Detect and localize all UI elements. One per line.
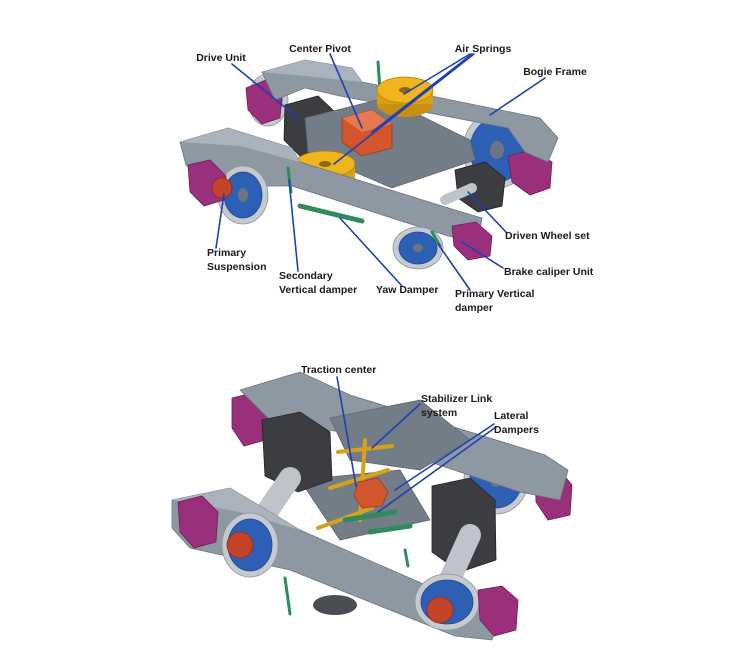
top-driven-axle [440,183,477,205]
label-center-pivot: Center Pivot [289,43,351,55]
leader-air-springs-3 [333,53,475,165]
bottom-air-spring [313,595,357,615]
label-air-springs: Air Springs [455,43,512,55]
leader-brake-caliper-unit [461,241,504,269]
label-line: Vertical damper [279,284,357,296]
top-center-pivot [341,109,393,157]
leader-yaw-damper [339,217,403,287]
label-drive-unit: Drive Unit [196,52,246,64]
label-traction-center: Traction center [301,364,376,376]
label-lateral-dampers: Lateral Dampers [494,410,539,436]
bottom-drive-unit-right [431,477,497,573]
label-line: Stabilizer Link [421,393,492,405]
top-wheel-front-right [392,226,444,270]
label-driven-wheel-set: Driven Wheel set [505,230,590,242]
leader-primary-vertical-damper [437,243,471,291]
bottom-drive-unit-left [261,411,333,493]
leader-traction-center [336,376,357,487]
leader-drive-unit [231,63,299,119]
top-bogie-frame-far-beam [261,59,559,163]
top-brake-caliper-front-right [451,221,493,261]
top-air-spring-upper [376,76,434,117]
bottom-lateral-damper-2 [367,523,413,535]
leader-primary-suspension [215,193,225,249]
label-line: Suspension [207,261,267,273]
bottom-brake-caliper-front-right [477,585,519,637]
label-secondary-vertical-damper: Secondary Vertical damper [279,270,357,296]
label-stabilizer-link-system: Stabilizer Link system [421,393,495,419]
leader-secondary-vertical-damper [288,179,299,272]
leader-lateral-dampers-1 [394,423,495,491]
label-primary-suspension: Primary Suspension [207,247,267,273]
leader-stabilizer-link-system [371,403,421,449]
leader-air-springs-2 [371,53,473,133]
label-line: system [421,407,457,419]
leader-lateral-dampers-2 [377,426,497,513]
bottom-bogie-diagram: Traction center Stabilizer Link system L… [171,364,573,641]
leader-driven-wheel-set [467,191,507,233]
top-bogie-diagram: Drive Unit Center Pivot Air Springs Bogi… [179,43,594,314]
label-brake-caliper-unit: Brake caliper Unit [504,266,594,278]
label-line: Lateral [494,410,529,422]
bottom-brake-caliper-front-left [177,495,219,549]
label-line: Primary [207,247,246,259]
label-line: damper [455,302,493,314]
bottom-lateral-damper-1 [342,509,398,523]
bottom-traction-center [353,477,389,509]
label-bogie-frame: Bogie Frame [523,66,587,78]
top-wheel-front-left [217,165,269,225]
label-line: Primary Vertical [455,288,534,300]
bottom-axle-box-left [226,531,254,559]
top-yaw-damper [297,203,365,224]
top-primary-suspension-spring [211,177,233,199]
bottom-vertical-rod-left [283,576,292,616]
label-yaw-damper: Yaw Damper [376,284,438,296]
label-line: Dampers [494,424,539,436]
leader-bogie-frame [489,77,546,116]
bottom-vertical-rod-right [403,548,410,568]
bottom-axle-box-right [426,596,454,624]
leader-center-pivot [329,53,363,129]
label-primary-vertical-damper: Primary Vertical damper [455,288,537,314]
label-line: Secondary [279,270,333,282]
leader-air-springs-1 [403,53,471,95]
